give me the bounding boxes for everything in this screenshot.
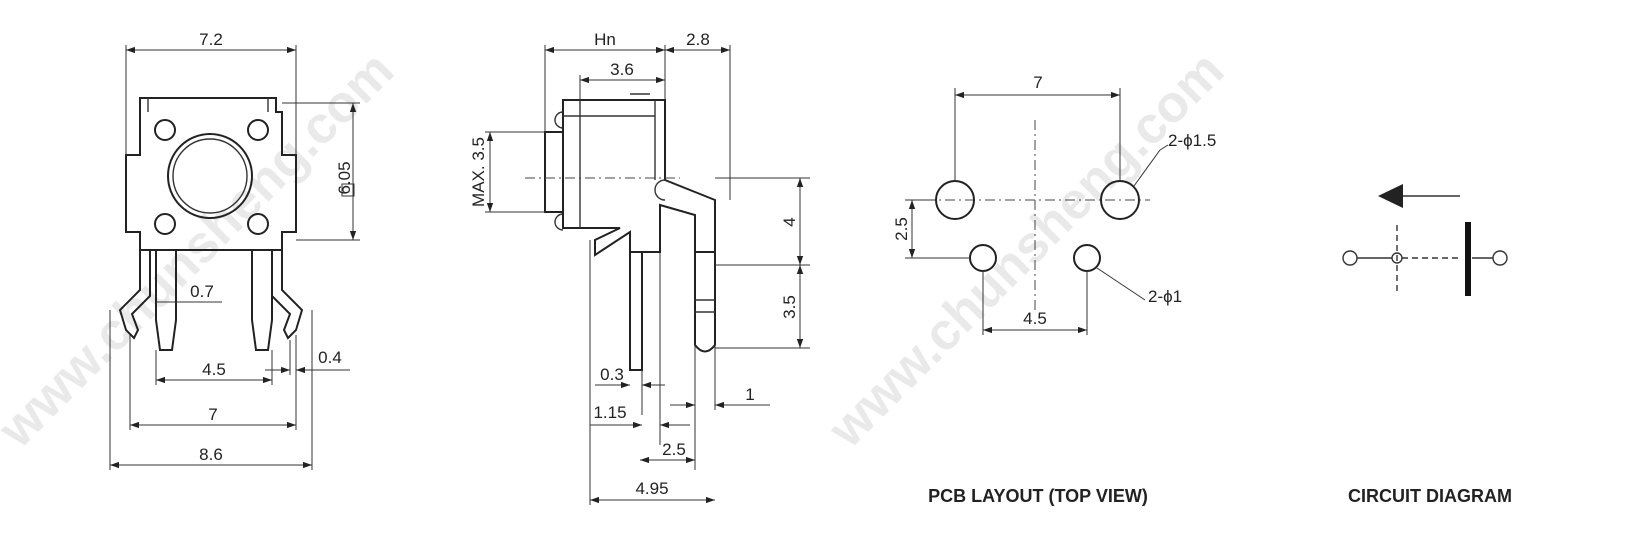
- dim-top-width: 7.2: [199, 30, 223, 49]
- front-button-outer: [167, 133, 253, 219]
- side-nub-right: [654, 179, 666, 201]
- square-symbol: [341, 183, 355, 197]
- dim-row-spacing: 2.5: [892, 217, 911, 241]
- dim-pin-spacing: 2.5: [662, 440, 686, 459]
- pcb-hole-large: [1100, 180, 1140, 220]
- circuit-terminal-right: [1492, 250, 1508, 266]
- front-pin-left: [155, 250, 177, 351]
- dim-body-depth: 3.6: [610, 60, 634, 79]
- front-corner-hole: [154, 213, 176, 235]
- front-pin-right: [251, 250, 273, 351]
- pcb-layout-caption: PCB LAYOUT (TOP VIEW): [928, 486, 1148, 506]
- label-hole-small: 2-ϕ1: [1148, 287, 1182, 306]
- dim-square-height: 6.05: [335, 161, 354, 194]
- circuit-diagram-caption: CIRCUIT DIAGRAM: [1348, 486, 1512, 506]
- front-view: 7.2 6.05 0.7 0.4 4.5 7 8.6: [109, 30, 360, 470]
- front-corner-hole: [247, 213, 269, 235]
- dim-center-height: 4: [780, 217, 799, 226]
- side-nub: [554, 111, 564, 129]
- front-leg-left: [118, 232, 151, 340]
- dim-offset: 2.8: [686, 30, 710, 49]
- dim-max-height: MAX. 3.5: [469, 137, 488, 207]
- pcb-hole-large: [935, 180, 975, 220]
- pcb-layout: 7 2.5 4.5 2-ϕ1.5 2-ϕ1 PCB LAYOUT (TOP VI…: [892, 73, 1216, 506]
- dim-pin-width: 0.7: [190, 282, 214, 301]
- front-corner-hole: [154, 119, 176, 141]
- front-leg-right: [271, 232, 304, 340]
- pcb-hole-small: [1073, 244, 1101, 272]
- front-button-inner: [172, 138, 248, 214]
- dim-small-pitch: 4.5: [1023, 309, 1047, 328]
- leader-large-hole: [1159, 144, 1169, 151]
- leader-large-hole: [1133, 149, 1161, 187]
- side-pin-thin: [629, 252, 643, 371]
- dim-overall-width: 8.6: [199, 445, 223, 464]
- dim-leg-pitch: 7: [208, 405, 217, 424]
- dim-pin-thickness: 0.4: [318, 348, 342, 367]
- dim-large-pitch: 7: [1033, 73, 1042, 92]
- side-nub: [554, 213, 564, 231]
- watermark-text: www.chunsheng.com: [817, 41, 1235, 459]
- side-view: Hn 2.8 3.6 MAX. 3.5 4 3.5 0.3 1 1.15 2.5…: [469, 30, 810, 505]
- dim-hn: Hn: [594, 30, 616, 49]
- side-body: [562, 99, 716, 257]
- dim-pin-thickness: 0.3: [600, 365, 624, 384]
- label-hole-large: 2-ϕ1.5: [1168, 131, 1216, 150]
- dim-overall-depth: 4.95: [635, 479, 668, 498]
- dim-pin-tip: 1: [745, 385, 754, 404]
- circuit-arrow-head: [1378, 184, 1403, 208]
- circuit-diagram: CIRCUIT DIAGRAM: [1342, 184, 1512, 506]
- dim-pin-offset: 1.15: [593, 403, 626, 422]
- dim-pin-length: 3.5: [780, 295, 799, 319]
- dim-pin-pitch: 4.5: [202, 360, 226, 379]
- leader-small-hole: [1096, 267, 1146, 301]
- front-body-outline: [125, 97, 297, 251]
- side-pin-thick: [694, 252, 716, 353]
- circuit-terminal-left: [1342, 250, 1358, 266]
- front-corner-hole: [247, 119, 269, 141]
- side-actuator: [544, 131, 563, 213]
